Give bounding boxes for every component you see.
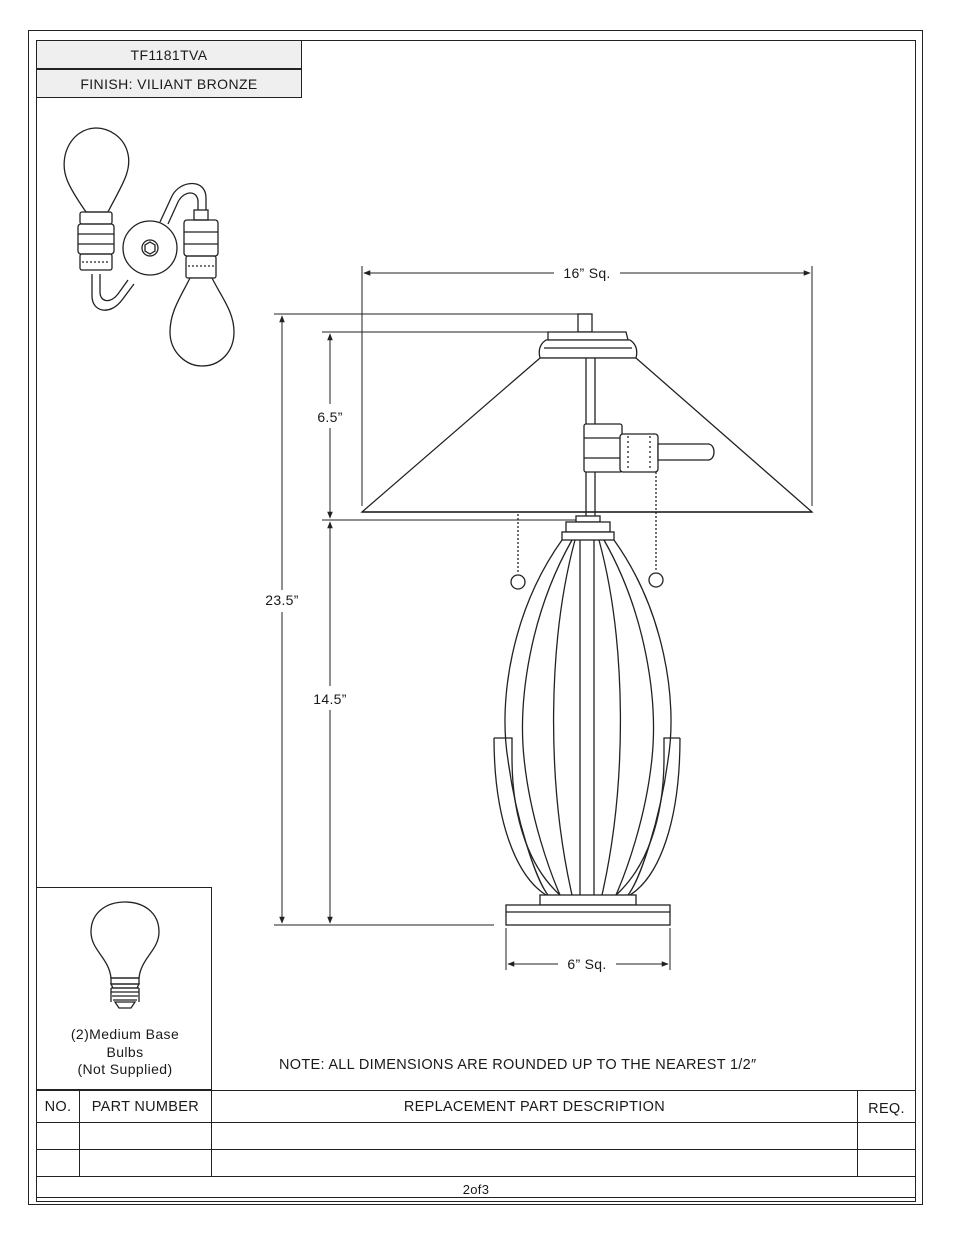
cell-description	[210, 1122, 859, 1150]
shade-height-label: 6.5”	[317, 409, 342, 425]
cell-no	[36, 1122, 80, 1150]
base-height-label: 14.5”	[313, 691, 346, 707]
base-width-label: 6” Sq.	[567, 956, 606, 972]
finish-box: FINISH: VILIANT BRONZE	[36, 69, 302, 98]
bulb-spec-line-1: (2)Medium Base	[70, 1026, 180, 1042]
page-number: 2of3	[36, 1176, 916, 1202]
bulb-icon	[90, 901, 160, 1009]
bulb-spec-box: (2)Medium Base Bulbs (Not Supplied)	[36, 887, 212, 1090]
bulb-spec-line-3: (Not Supplied)	[77, 1061, 173, 1077]
table-row	[36, 1149, 916, 1177]
socket-cluster-illustration	[63, 127, 235, 367]
finish-label: FINISH: VILIANT BRONZE	[80, 75, 258, 92]
cell-req	[857, 1149, 916, 1177]
table-row	[36, 1122, 916, 1150]
parts-table-header: NO. PART NUMBER REPLACEMENT PART DESCRIP…	[36, 1090, 916, 1123]
footer-row: 2of3	[36, 1176, 916, 1202]
page-outer-frame	[28, 30, 923, 1205]
cell-part-number	[78, 1149, 212, 1177]
parts-table: NO. PART NUMBER REPLACEMENT PART DESCRIP…	[36, 1090, 916, 1202]
width-dimension-label: 16” Sq.	[563, 265, 610, 281]
model-number: TF1181TVA	[130, 46, 208, 63]
overall-height-label: 23.5”	[265, 592, 298, 608]
col-header-part-number: PART NUMBER	[78, 1090, 212, 1123]
cell-req	[857, 1122, 916, 1150]
bulb-spec-text: (2)Medium Base Bulbs (Not Supplied)	[37, 1026, 213, 1079]
model-number-box: TF1181TVA	[36, 40, 302, 69]
lamp-elevation	[360, 313, 814, 926]
bulb-spec-line-2: Bulbs	[106, 1043, 144, 1060]
cell-description	[210, 1149, 859, 1177]
col-header-req: REQ.	[857, 1090, 916, 1123]
col-header-no: NO.	[36, 1090, 80, 1123]
cell-no	[36, 1149, 80, 1177]
col-header-description: REPLACEMENT PART DESCRIPTION	[210, 1090, 859, 1123]
dimension-note: NOTE: ALL DIMENSIONS ARE ROUNDED UP TO T…	[279, 1057, 757, 1073]
cell-part-number	[78, 1122, 212, 1150]
dimension-lines	[274, 266, 813, 970]
